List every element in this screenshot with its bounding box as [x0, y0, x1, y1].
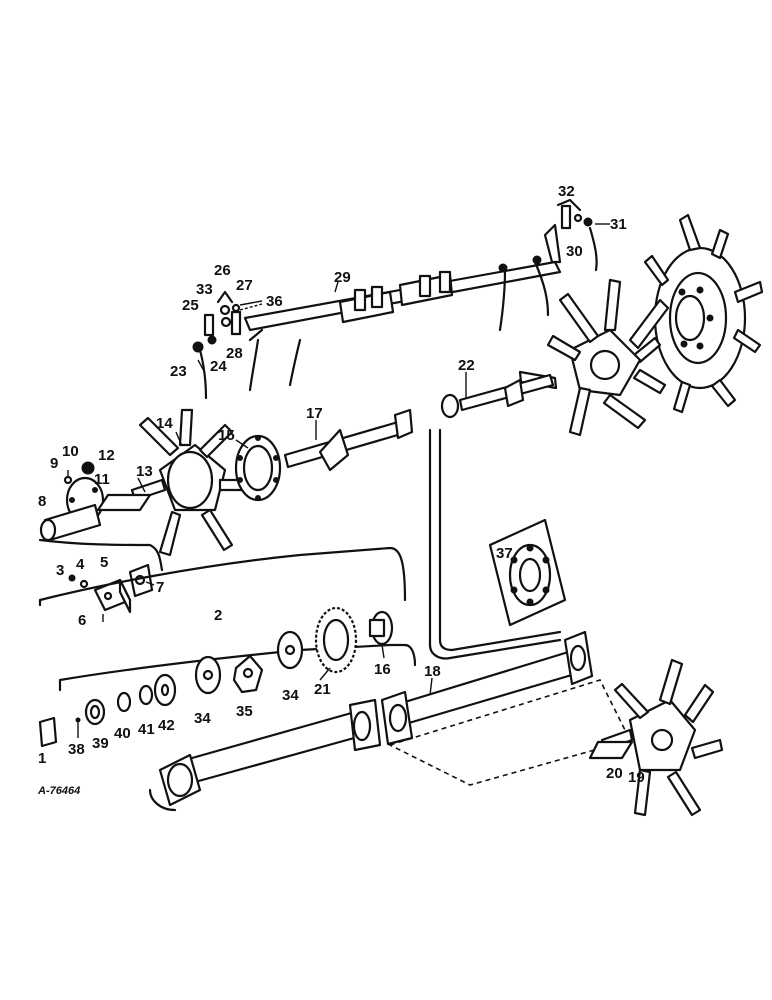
callout-33: 33 — [196, 281, 213, 298]
linkage-hardware-left — [192, 290, 264, 400]
reel-star-wheel-19 — [600, 658, 724, 817]
bearing-plate-11 — [39, 461, 105, 542]
shaft-29 — [243, 223, 562, 392]
callout-3: 3 — [56, 562, 64, 579]
callout-27: 27 — [236, 277, 253, 294]
washer-40 — [116, 691, 132, 713]
callout-18: 18 — [424, 663, 441, 680]
callout-40: 40 — [114, 725, 131, 742]
drive-tube-bracket — [428, 428, 562, 660]
callout-34-upper: 34 — [282, 687, 299, 704]
callout-8: 8 — [38, 493, 46, 510]
bearing-housing-5 — [68, 563, 154, 622]
reel-star-wheel-14 — [130, 408, 252, 557]
callout-15: 15 — [218, 427, 235, 444]
callout-39: 39 — [92, 735, 109, 752]
callout-25: 25 — [182, 297, 199, 314]
spacer-20 — [588, 740, 634, 760]
callout-16: 16 — [374, 661, 391, 678]
callout-2: 2 — [214, 607, 222, 624]
shaft-17 — [283, 408, 414, 472]
hub-16 — [368, 610, 394, 646]
linkage-hardware-right — [556, 198, 598, 272]
group-line-2b — [58, 643, 417, 692]
callout-36: 36 — [266, 293, 283, 310]
callout-35: 35 — [236, 703, 253, 720]
callout-1: 1 — [38, 750, 46, 767]
group-line-upper — [38, 538, 164, 572]
callout-numbers: 1 2 3 4 5 6 7 8 9 10 11 12 13 14 15 16 1… — [37, 183, 645, 797]
callout-13: 13 — [136, 463, 153, 480]
callout-37: 37 — [496, 545, 513, 562]
callout-31: 31 — [610, 216, 627, 233]
drawing-reference-code: A-76464 — [37, 785, 80, 797]
seal-ring-15 — [234, 434, 282, 502]
callout-29: 29 — [334, 269, 351, 286]
callout-21: 21 — [314, 681, 331, 698]
callout-30: 30 — [566, 243, 583, 260]
callout-7: 7 — [156, 579, 164, 596]
assembly-dashed-line — [387, 679, 632, 786]
leader-lines — [137, 223, 610, 696]
sprocket-detail-37 — [488, 518, 567, 627]
callout-38: 38 — [68, 741, 85, 758]
callout-4: 4 — [76, 556, 85, 573]
callout-28: 28 — [226, 345, 243, 362]
sprocket-21 — [314, 606, 358, 674]
callout-10: 10 — [62, 443, 79, 460]
callout-12: 12 — [98, 447, 115, 464]
callout-9: 9 — [50, 455, 58, 472]
reel-star-wheel-upper — [518, 278, 670, 437]
callout-34-lower: 34 — [194, 710, 211, 727]
callout-26: 26 — [214, 262, 231, 279]
callout-20: 20 — [606, 765, 623, 782]
pin-1 — [38, 716, 58, 748]
callout-6: 6 — [78, 612, 86, 629]
callout-5: 5 — [100, 554, 108, 571]
drive-tube-18 — [148, 630, 594, 812]
callout-14: 14 — [156, 415, 173, 432]
callout-32: 32 — [558, 183, 575, 200]
callout-19: 19 — [628, 769, 645, 786]
callout-24: 24 — [210, 358, 227, 375]
callout-23: 23 — [170, 363, 187, 380]
callout-22: 22 — [458, 357, 475, 374]
callout-17: 17 — [306, 405, 323, 422]
spacer-13 — [96, 493, 152, 512]
washer-41 — [138, 684, 154, 706]
callout-42: 42 — [158, 717, 175, 734]
reel-spider-wheel-upper-right — [632, 213, 764, 414]
callout-11: 11 — [94, 471, 110, 488]
callout-41: 41 — [138, 721, 155, 738]
shaft-22 — [440, 373, 555, 419]
group-line-2 — [38, 546, 407, 607]
